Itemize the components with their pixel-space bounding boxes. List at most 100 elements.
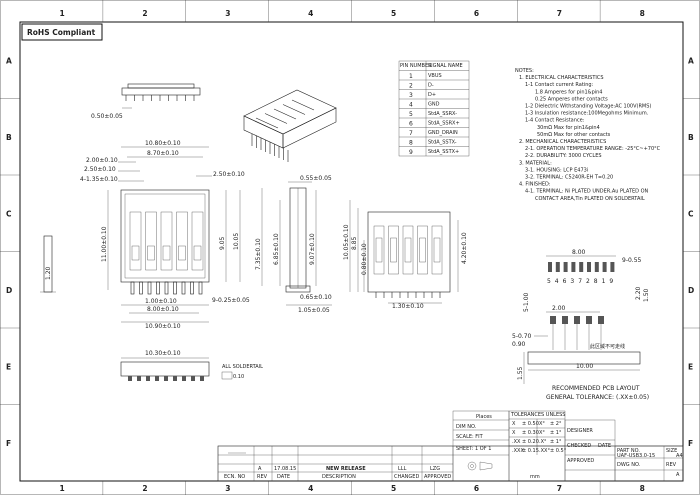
front-solder-pin bbox=[181, 281, 186, 295]
pcb-pad bbox=[610, 262, 615, 272]
checked-label: CHECKED bbox=[567, 443, 591, 449]
pcb-pin-number: 6 bbox=[563, 278, 567, 285]
grid-row-left-D: D bbox=[6, 286, 12, 295]
front-solder-pin bbox=[164, 281, 169, 295]
grid-col-bottom-1: 1 bbox=[59, 484, 64, 493]
dim-p4: 9-0.25±0.05 bbox=[212, 297, 250, 304]
iso-contact bbox=[273, 108, 297, 120]
dim-f2: 8.85 bbox=[351, 236, 358, 250]
fr-contact-slot bbox=[402, 225, 414, 275]
pcb-pad bbox=[571, 262, 576, 272]
bottom-solder-pin bbox=[146, 376, 150, 381]
iso-contact bbox=[264, 113, 288, 124]
dim-pcb5: 5-0.70 bbox=[512, 333, 532, 340]
dim-w1: 10.80±0.10 bbox=[145, 140, 181, 147]
dim-f1: 10.05±0.10 bbox=[343, 224, 350, 260]
dwg-no-label: DWG NO. bbox=[617, 462, 641, 468]
bottom-solder-pin bbox=[155, 376, 159, 381]
note-line: 1-3 Insulation resistance:100Megohms Min… bbox=[525, 111, 649, 117]
grid-col-top-7: 7 bbox=[557, 9, 562, 18]
dim-p2: 8.00±0.10 bbox=[147, 306, 179, 313]
grid-col-top-8: 8 bbox=[640, 9, 645, 18]
front-view: 10.80±0.10 8.70±0.10 2.00±0.10 2.50±0.10… bbox=[80, 140, 250, 330]
signal-pin-number: 3 bbox=[409, 92, 413, 99]
rev-date-header: DATE bbox=[277, 474, 290, 480]
tolerance-val: ± 0.15 bbox=[522, 448, 539, 454]
bottom-solder-pin bbox=[191, 376, 195, 381]
dim-s4: 9.07±0.10 bbox=[309, 233, 316, 265]
rev-ecn-header: ECN. NO bbox=[224, 474, 245, 480]
signal-name: VBUS bbox=[428, 73, 442, 79]
tolerance-angle-val: ± 1° bbox=[550, 430, 562, 436]
note-line: 4-1. TERMINAL: Ni PLATED UNDER,Au PLATED… bbox=[525, 189, 649, 195]
dim-side-top-a: 0.50±0.05 bbox=[91, 113, 123, 120]
fr-contact-tip bbox=[390, 237, 397, 263]
tolerance-val: ± 0.30 bbox=[522, 430, 539, 436]
tolerance-units: mm bbox=[530, 474, 540, 480]
note-line: 3-2. TERMINAL: C5240R-EH T=0.20 bbox=[525, 175, 613, 181]
designer-block: DESIGNER CHECKED DATE APPROVED PART NO. … bbox=[564, 419, 684, 482]
dim-h1: 11.00±0.10 bbox=[101, 226, 108, 262]
signal-name: StdA_SSRX+ bbox=[428, 121, 460, 127]
signal-name: D- bbox=[428, 83, 434, 89]
dim-p3: 10.90±0.10 bbox=[145, 323, 181, 330]
sheet-label: SHEET: 1 OF 1 bbox=[456, 446, 491, 452]
front-contact-slot bbox=[176, 211, 188, 271]
bottom-view: 10.30±0.10 ALL SOLDERTAIL 0.10 bbox=[120, 350, 263, 381]
size-value: A4 bbox=[676, 453, 683, 459]
fr-contact-tip bbox=[419, 237, 426, 263]
iso-contact bbox=[282, 104, 306, 115]
fr-contact-tip bbox=[433, 237, 441, 263]
signal-name: StdA_SSTX- bbox=[428, 140, 457, 146]
fr-contact-slot bbox=[373, 225, 385, 275]
grid-row-right-A: A bbox=[688, 56, 694, 65]
iso-contact bbox=[255, 117, 279, 129]
pcb-pad bbox=[594, 262, 599, 272]
pcb-pin-number: 4 bbox=[555, 278, 559, 285]
tolerance-angle: .X° bbox=[539, 439, 547, 445]
dim-pcb10: 1.50 bbox=[643, 288, 650, 302]
dim-pcb7: 10.00 bbox=[576, 363, 593, 370]
pcb-pin-number: 3 bbox=[570, 278, 574, 285]
tolerance-val: ± 0.50 bbox=[522, 421, 539, 427]
rev-approved-value: LZG bbox=[430, 466, 440, 472]
signal-pin-number: 2 bbox=[409, 83, 413, 90]
front-contact-slot bbox=[160, 211, 173, 271]
pcb-note: 此区域不可走线 bbox=[590, 343, 625, 350]
dim-b2: ALL SOLDERTAIL bbox=[222, 364, 263, 370]
front-right-view: 10.05±0.10 8.85 0.80±0.10 4.20±0.10 1.30… bbox=[343, 200, 468, 310]
signal-name: GND bbox=[428, 102, 440, 108]
dim-f5: 1.30±0.10 bbox=[392, 303, 424, 310]
dim-w4: 2.50±0.10 bbox=[84, 166, 116, 173]
grid-col-top-1: 1 bbox=[59, 9, 64, 18]
front-contact-tip bbox=[178, 245, 186, 261]
tolerance-angle: X° bbox=[539, 421, 545, 427]
grid-col-bottom-6: 6 bbox=[474, 484, 479, 493]
pcb-pin-number: 2 bbox=[586, 278, 590, 285]
grid-row-left-C: C bbox=[6, 209, 12, 218]
rev-changed-header: CHANGED bbox=[394, 474, 419, 480]
signal-pin-number: 6 bbox=[409, 121, 413, 128]
dim-pcb2: 9-0.55 bbox=[622, 257, 642, 264]
rohs-badge: RoHS Compliant bbox=[27, 28, 96, 37]
scale-label: SCALE: FIT bbox=[456, 434, 484, 440]
note-line: 1. ELECTRICAL CHARACTERISTICS bbox=[519, 75, 604, 81]
dim-s5: 0.65±0.10 bbox=[300, 294, 332, 301]
dim-w2: 8.70±0.10 bbox=[147, 150, 179, 157]
front-solder-pin bbox=[173, 281, 177, 295]
pcb-pin-number: 1 bbox=[602, 278, 606, 285]
rev-approved-header: APPROVED bbox=[424, 474, 451, 480]
note-line: 3-1. HOUSING: LCP E473i bbox=[525, 167, 588, 173]
bottom-solder-pin bbox=[173, 376, 177, 381]
grid-row-right-D: D bbox=[688, 286, 694, 295]
bottom-solder-pin bbox=[200, 376, 204, 381]
revision-table: A 17.08.15 NEW RELEASE LLL LZG ECN. NO R… bbox=[218, 446, 454, 481]
tolerance-angle-val: ± 0.5° bbox=[550, 448, 567, 454]
dim-left-h: 1.20 bbox=[45, 266, 52, 280]
left-side-view: 1.20 bbox=[40, 235, 56, 293]
rev-desc-header: DESCRIPTION bbox=[322, 474, 356, 480]
pcb-pin-number: 8 bbox=[594, 278, 598, 285]
